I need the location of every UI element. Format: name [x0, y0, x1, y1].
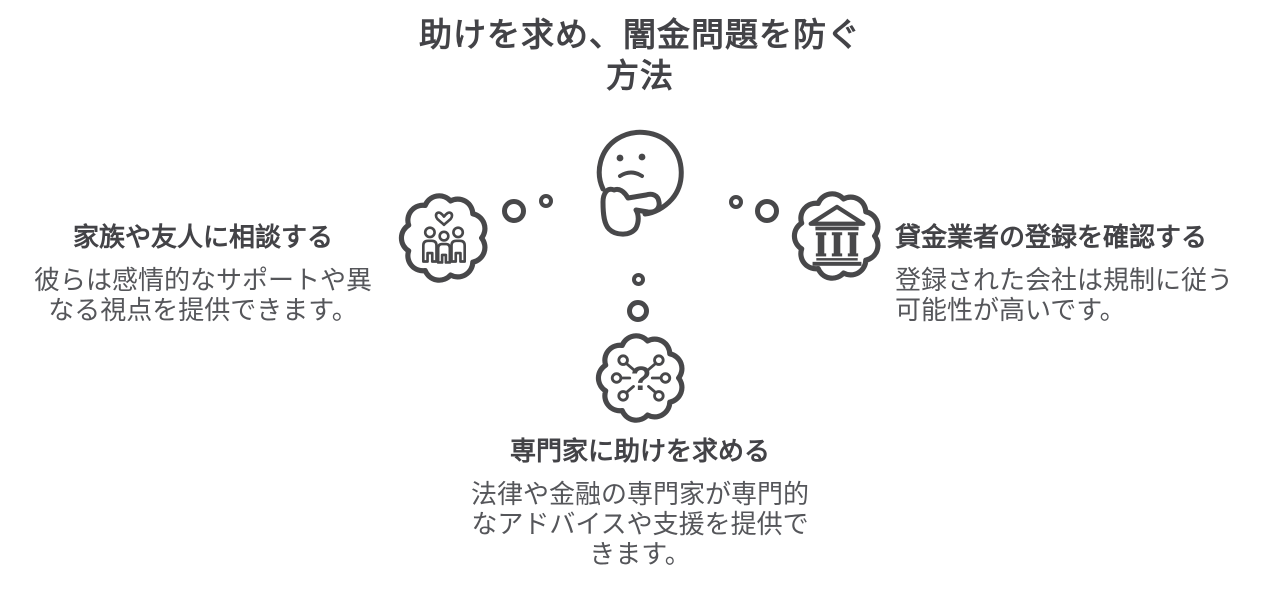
network-link [625, 385, 635, 394]
person-body [450, 239, 466, 263]
bank-column-base [847, 253, 859, 257]
page-title: 助けを求め、闇金問題を防ぐ 方法 [419, 16, 861, 94]
person-body [436, 242, 452, 264]
person-head [423, 226, 436, 239]
thought-trail-dot [755, 199, 779, 223]
bank-column [817, 233, 825, 255]
item-body: 登録された会社は規制に従う 可能性が高いです。 [895, 265, 1234, 325]
family-thought-bubble [398, 193, 488, 283]
frown-mouth [618, 170, 644, 178]
thought-trail-dot [632, 273, 645, 286]
bank-column-cap [831, 232, 843, 236]
network-node [659, 372, 672, 384]
right-eye [638, 153, 646, 161]
bank-column [849, 233, 857, 255]
network-node [610, 372, 623, 384]
person-head [452, 226, 465, 239]
thinking-hand [600, 186, 662, 237]
bank-pediment [808, 204, 866, 226]
left-eye [616, 154, 624, 162]
bank-column-cap [815, 232, 827, 236]
question-mark: ? [631, 360, 652, 398]
thought-trail-dot [502, 199, 526, 223]
bank-base [812, 261, 862, 266]
item-body: 彼らは感情的なサポートや異 なる視点を提供できます。 [33, 265, 372, 325]
head-outline [596, 129, 684, 217]
bank-thought-bubble [791, 191, 881, 281]
bank-architrave [815, 226, 859, 231]
item-check-lender-registration: 貸金業者の登録を確認する 登録された会社は規制に従う 可能性が高いです。 [895, 221, 1255, 325]
bank-column [833, 233, 841, 255]
person-body [422, 239, 438, 263]
item-consult-family: 家族や友人に相談する 彼らは感情的なサポートや異 なる視点を提供できます。 [14, 221, 392, 325]
bank-stylobate [816, 258, 858, 261]
family-heart-icon [422, 211, 466, 264]
item-heading: 家族や友人に相談する [72, 222, 333, 252]
thought-trail-dot [729, 195, 743, 209]
item-heading: 貸金業者の登録を確認する [895, 222, 1208, 252]
item-body: 法律や金融の専門家が専門的 なアドバイスや支援を提供で きます。 [470, 479, 809, 569]
expert-thought-bubble: ? [595, 333, 685, 423]
network-link [647, 362, 657, 371]
bank-column-base [815, 253, 827, 257]
network-node [653, 390, 665, 402]
heart-icon [434, 211, 454, 227]
thinking-person-icon [596, 129, 684, 237]
bank-column-base [831, 253, 843, 257]
network-node [617, 354, 629, 366]
network-node [653, 354, 665, 366]
network-node [617, 390, 629, 402]
thought-trail-dot [627, 300, 649, 322]
question-network-icon: ? [610, 354, 672, 402]
person-head [438, 230, 450, 242]
item-seek-expert-help: 専門家に助けを求める 法律や金融の専門家が専門的 なアドバイスや支援を提供で き… [450, 435, 830, 569]
network-link [625, 362, 635, 371]
item-heading: 専門家に助けを求める [509, 436, 770, 466]
bank-icon [808, 204, 866, 266]
thought-trail-dot [539, 194, 553, 208]
network-link [647, 385, 657, 394]
bank-column-cap [847, 232, 859, 236]
